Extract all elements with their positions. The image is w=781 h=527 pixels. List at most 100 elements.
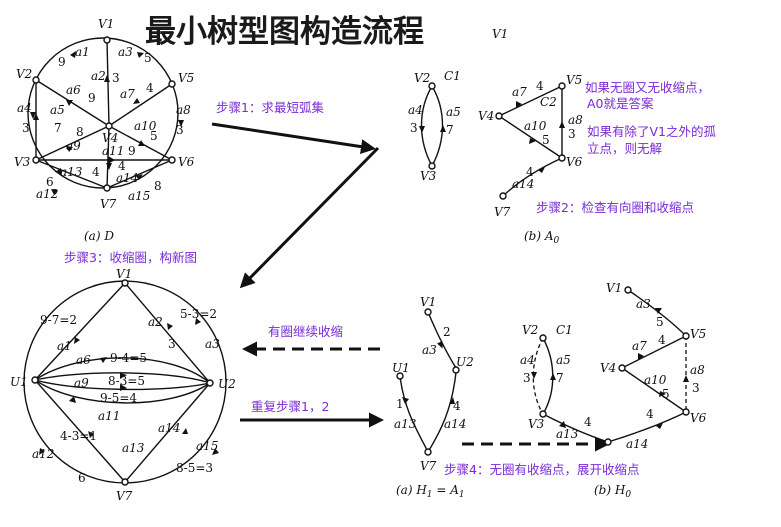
- u-arrow-a11: [69, 396, 76, 403]
- h1-weight-a14: 4: [453, 399, 461, 413]
- note-step2: 步骤2：检查有向圈和收缩点: [536, 200, 694, 215]
- a0-label-c1: C1: [444, 69, 461, 83]
- u-weight-a11: 4-3=1: [60, 429, 97, 443]
- h0-weight-a10: 5: [662, 387, 670, 401]
- h0-arrow-a14: [656, 423, 663, 429]
- a0-edge-a5: [431, 85, 444, 167]
- h0-label-v4: V4: [600, 361, 616, 375]
- weight-a8: 3: [176, 123, 184, 137]
- u-node-u1: [31, 376, 39, 384]
- a0-arrow-a7: [516, 101, 522, 108]
- a0-label-v5: V5: [566, 73, 582, 87]
- note-isolated-2: 立点，则无解: [587, 141, 662, 156]
- u-edge-a9-bottom: [34, 379, 211, 391]
- h0-elabel-a5: a5: [556, 353, 571, 367]
- h0-elabel-a7: a7: [632, 339, 647, 353]
- h1-label-v1: V1: [420, 295, 436, 309]
- edge-a15: [106, 159, 173, 189]
- h0-node-v6: [682, 408, 690, 416]
- h0-arrow-a13: [559, 421, 566, 428]
- a0-arrow-a8: [559, 121, 565, 128]
- arrow-a9: [66, 146, 73, 152]
- stray-v1-label: V1: [492, 27, 508, 41]
- elabel-a2: a2: [91, 69, 106, 83]
- arrow-a10: [138, 140, 145, 146]
- a0-label-v6: V6: [566, 155, 583, 169]
- u-weight-a9: 8-3=5: [108, 374, 145, 388]
- a0-node-v3: [428, 162, 436, 170]
- h1-weight-a3: 2: [443, 325, 451, 339]
- a0-arrow-a4: [419, 126, 425, 133]
- elabel-a8: a8: [176, 103, 191, 117]
- u-edge-a2: [124, 282, 211, 384]
- h0-weight-a7: 4: [658, 333, 666, 347]
- caption-h1: (a) H1 = A1: [396, 483, 465, 500]
- h1-elabel-a3: a3: [422, 343, 437, 357]
- h0-arrow-a10: [659, 391, 666, 397]
- h0-edge-a7: [621, 335, 687, 369]
- h1-arrow-a14: [450, 397, 455, 404]
- weight-a14: 4: [118, 159, 126, 173]
- u-elabel-a2: a2: [148, 315, 163, 329]
- h1-node-v7: [424, 448, 432, 456]
- h1-elabel-a13: a13: [394, 417, 417, 431]
- weight-a15: 8: [154, 179, 162, 193]
- u-arrow-a13: [88, 431, 94, 438]
- h0-elabel-a4: a4: [520, 353, 535, 367]
- elabel-a14: a14: [116, 171, 138, 185]
- elabel-a15: a15: [128, 189, 150, 203]
- arrow-a14: [106, 163, 112, 170]
- weight-a3: 5: [144, 51, 152, 65]
- graph-d: V1 V2 V3 V4 V5 V6 V7 a1 a2 a3 a4 a5 a6 a…: [14, 17, 195, 243]
- note-no-cycle-2: A0就是答案: [587, 96, 654, 111]
- caption-d: (a) D: [84, 229, 114, 243]
- a0-edge-a4: [420, 85, 433, 167]
- weight-a10: 5: [150, 129, 158, 143]
- a0-weight-a7: 4: [536, 79, 544, 93]
- h1-node-u2: [452, 366, 460, 374]
- u-edge-a14: [124, 382, 211, 483]
- node-v6: [168, 156, 176, 164]
- weight-a2: 3: [112, 71, 120, 85]
- note-isolated-1: 如果有除了V1之外的孤: [587, 124, 717, 139]
- caption-a0: (b) A0: [524, 229, 560, 246]
- note-step1: 步骤1：求最短弧集: [216, 100, 324, 115]
- note-step4: 步骤4：无圈有收缩点，展开收缩点: [444, 462, 639, 477]
- arrow-a11: [108, 156, 115, 164]
- graph-a0: V2 C1 V3 V4 V5 C2 V6 V7 a4 a5 a7 a10 a8 …: [408, 69, 583, 246]
- u-elabel-a14: a14: [158, 421, 180, 435]
- u-weight-a15: 8-5=3: [176, 461, 213, 475]
- u-elabel-a9: a9: [74, 376, 89, 390]
- h1-arrow-a3: [437, 341, 443, 349]
- h0-weight-a13: 4: [584, 415, 592, 429]
- graph-u: V1 U1 U2 V7 a1 a2 a3 a6 a9 a11 a12 a13 a…: [10, 267, 236, 503]
- h0-edge-a5: [542, 337, 554, 415]
- h0-label-v6: V6: [690, 411, 707, 425]
- u-elabel-a1: a1: [57, 339, 72, 353]
- u-weight-a12: 6: [78, 471, 86, 485]
- u-weight-a2-a3: 5-3=2: [180, 307, 217, 321]
- u-arrow-a14: [182, 428, 188, 434]
- graph-h1: V1 U1 U2 V7 a3 a13 a14 2 1 4 (a) H1 = A1: [392, 295, 474, 500]
- arrow-a3: [137, 52, 144, 58]
- h0-label-c1: C1: [556, 323, 573, 337]
- h0-arrow-a7: [638, 353, 644, 360]
- note-continue-shrink: 有圈继续收缩: [268, 324, 343, 339]
- u-arrow-a1: [74, 337, 80, 344]
- a0-elabel-a7: a7: [512, 85, 527, 99]
- h0-label-v1: V1: [606, 281, 622, 295]
- u-elabel-a11: a11: [98, 409, 120, 423]
- h0-arrow-a3: [655, 308, 662, 314]
- h1-elabel-a14: a14: [444, 417, 466, 431]
- u-edge-a1: [34, 282, 126, 381]
- h0-edge-a10: [621, 367, 687, 413]
- u-weight-a1: 9-7=2: [40, 313, 77, 327]
- h1-edge-a3: [427, 311, 457, 369]
- h0-weight-a4: 3: [523, 371, 531, 385]
- arrow-a4: [30, 112, 36, 119]
- h1-edge-a14: [427, 371, 457, 453]
- h0-node-v1: [624, 286, 632, 294]
- h0-weight-a3: 5: [656, 315, 664, 329]
- u-arrow-a15: [212, 448, 219, 455]
- a0-node-v5: [558, 82, 566, 90]
